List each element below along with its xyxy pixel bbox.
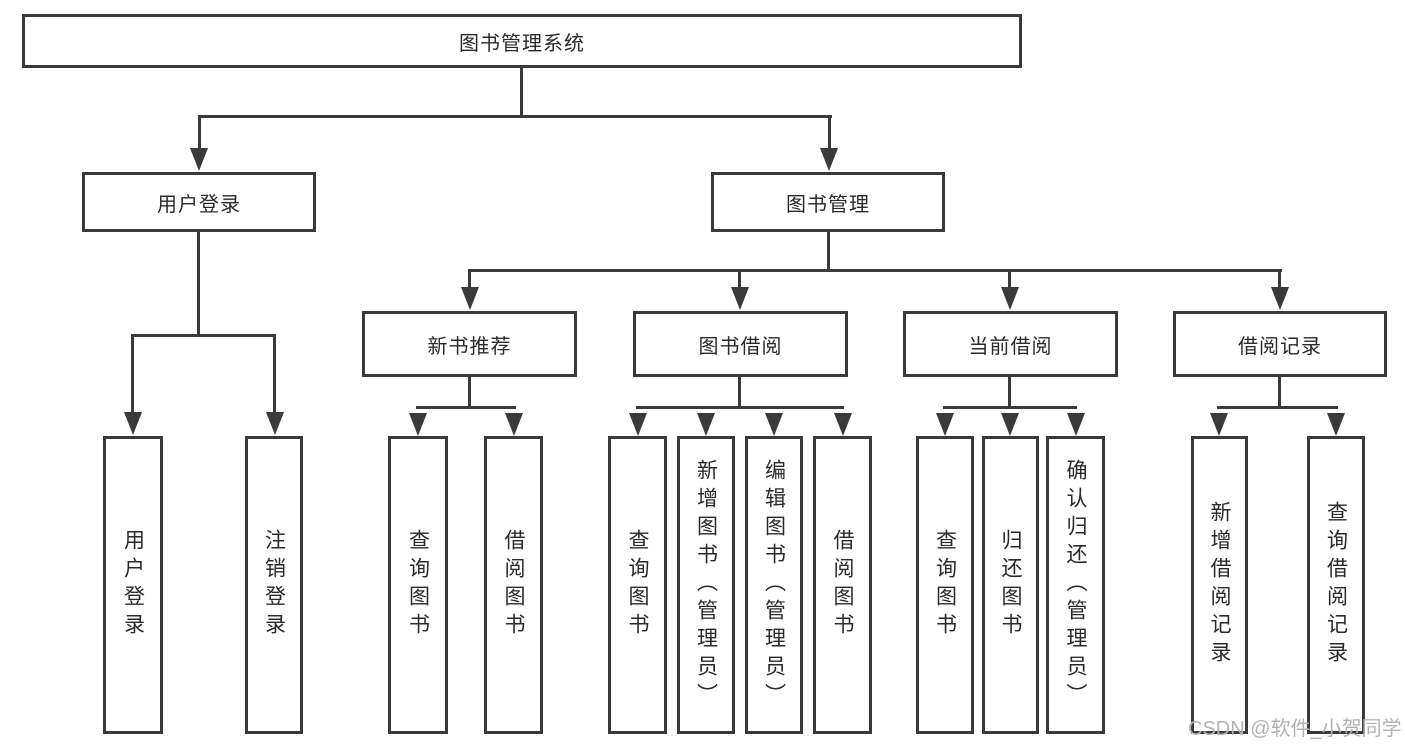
arrow-to-current-confirm	[1067, 413, 1085, 436]
arrow-to-borrow-borrow	[834, 413, 852, 436]
node-user-login: 用户登录	[82, 172, 316, 232]
leaf-borrow-borrow-books-label: 借阅图书	[831, 529, 854, 641]
arrow-to-user-login	[190, 148, 208, 171]
leaf-borrow-query-books: 查询图书	[608, 436, 667, 734]
leaf-borrow-query-books-label: 查询图书	[626, 529, 649, 641]
node-borrow-records-label: 借阅记录	[1238, 335, 1322, 358]
node-book-management-label: 图书管理	[786, 193, 870, 216]
leaf-records-query-record-label: 查询借阅记录	[1324, 501, 1348, 669]
leaf-logout-label: 注销登录	[262, 529, 286, 641]
connector-borrow-records-stem	[1278, 377, 1281, 409]
connector-to-new-book-shaft	[468, 269, 471, 287]
node-borrow-records: 借阅记录	[1173, 311, 1387, 377]
connector-user-login-crossbar	[131, 334, 276, 337]
node-user-login-label: 用户登录	[157, 193, 241, 216]
node-root-label: 图书管理系统	[459, 32, 585, 55]
node-book-borrow-label: 图书借阅	[698, 335, 783, 358]
connector-root-stem	[520, 68, 523, 118]
arrow-to-new-book-recommend	[461, 287, 479, 310]
leaf-borrow-add-books-admin-label: 新增图书（管理员）	[694, 459, 718, 711]
leaf-current-query-books: 查询图书	[916, 436, 974, 734]
node-current-borrow-label: 当前借阅	[968, 335, 1053, 358]
connector-to-current-borrow-shaft	[1008, 269, 1011, 287]
arrow-to-book-mgmt	[820, 148, 838, 171]
leaf-current-confirm-return-admin: 确认归还（管理员）	[1046, 436, 1105, 734]
arrow-to-borrow-records	[1271, 287, 1289, 310]
connector-borrow-records-crossbar	[1217, 406, 1338, 409]
leaf-records-add-record: 新增借阅记录	[1191, 436, 1248, 734]
arrow-to-current-query	[936, 413, 954, 436]
leaf-user-login: 用户登录	[103, 436, 163, 734]
leaf-newbook-query-books: 查询图书	[388, 436, 448, 734]
connector-user-login-stem	[197, 232, 200, 337]
arrow-to-leaf-user-login	[124, 412, 142, 435]
arrow-to-records-add	[1210, 413, 1228, 436]
connector-book-mgmt-crossbar	[468, 269, 1282, 272]
arrow-to-newbook-borrow	[505, 413, 523, 436]
connector-new-book-crossbar	[416, 406, 516, 409]
leaf-current-return-books-label: 归还图书	[999, 529, 1022, 641]
connector-root-to-book-mgmt-shaft	[828, 115, 831, 149]
node-current-borrow: 当前借阅	[903, 311, 1118, 377]
leaf-records-add-record-label: 新增借阅记录	[1208, 501, 1231, 669]
connector-to-borrow-records-shaft	[1278, 269, 1281, 287]
leaf-newbook-query-books-label: 查询图书	[406, 529, 430, 641]
node-new-book-recommend: 新书推荐	[362, 311, 577, 377]
leaf-borrow-borrow-books: 借阅图书	[813, 436, 872, 734]
csdn-watermark: CSDN @软件_小贺同学	[1188, 718, 1402, 740]
arrow-to-leaf-logout	[266, 412, 284, 435]
connector-current-borrow-crossbar	[943, 406, 1077, 409]
leaf-logout: 注销登录	[245, 436, 303, 734]
arrow-to-borrow-edit	[765, 413, 783, 436]
node-book-management: 图书管理	[711, 172, 945, 232]
connector-book-borrow-crossbar	[636, 406, 844, 409]
leaf-borrow-edit-books-admin: 编辑图书（管理员）	[745, 436, 803, 734]
connector-root-crossbar	[198, 115, 832, 118]
node-root: 图书管理系统	[22, 14, 1022, 68]
arrow-to-borrow-add	[697, 413, 715, 436]
connector-new-book-stem	[468, 377, 471, 409]
arrow-to-newbook-query	[409, 413, 427, 436]
connector-book-borrow-stem	[738, 377, 741, 409]
arrow-to-borrow-query	[629, 413, 647, 436]
leaf-newbook-borrow-books: 借阅图书	[484, 436, 543, 734]
node-book-borrow: 图书借阅	[633, 311, 848, 377]
leaf-current-query-books-label: 查询图书	[933, 529, 957, 641]
leaf-borrow-add-books-admin: 新增图书（管理员）	[677, 436, 735, 734]
leaf-current-confirm-return-admin-label: 确认归还（管理员）	[1064, 459, 1087, 711]
connector-current-borrow-stem	[1008, 377, 1011, 409]
connector-to-leaf-user-login-shaft	[131, 334, 134, 412]
connector-to-leaf-logout-shaft	[273, 334, 276, 412]
leaf-current-return-books: 归还图书	[982, 436, 1039, 734]
arrow-to-current-return	[1001, 413, 1019, 436]
leaf-records-query-record: 查询借阅记录	[1307, 436, 1365, 734]
connector-root-to-user-login-shaft	[198, 115, 201, 149]
leaf-user-login-label: 用户登录	[121, 529, 145, 641]
arrow-to-book-borrow	[731, 287, 749, 310]
connector-book-mgmt-stem	[827, 232, 830, 272]
arrow-to-records-query	[1327, 413, 1345, 436]
connector-to-book-borrow-shaft	[738, 269, 741, 287]
arrow-to-current-borrow	[1001, 287, 1019, 310]
leaf-newbook-borrow-books-label: 借阅图书	[502, 529, 525, 641]
node-new-book-recommend-label: 新书推荐	[427, 335, 512, 358]
leaf-borrow-edit-books-admin-label: 编辑图书（管理员）	[762, 459, 786, 711]
